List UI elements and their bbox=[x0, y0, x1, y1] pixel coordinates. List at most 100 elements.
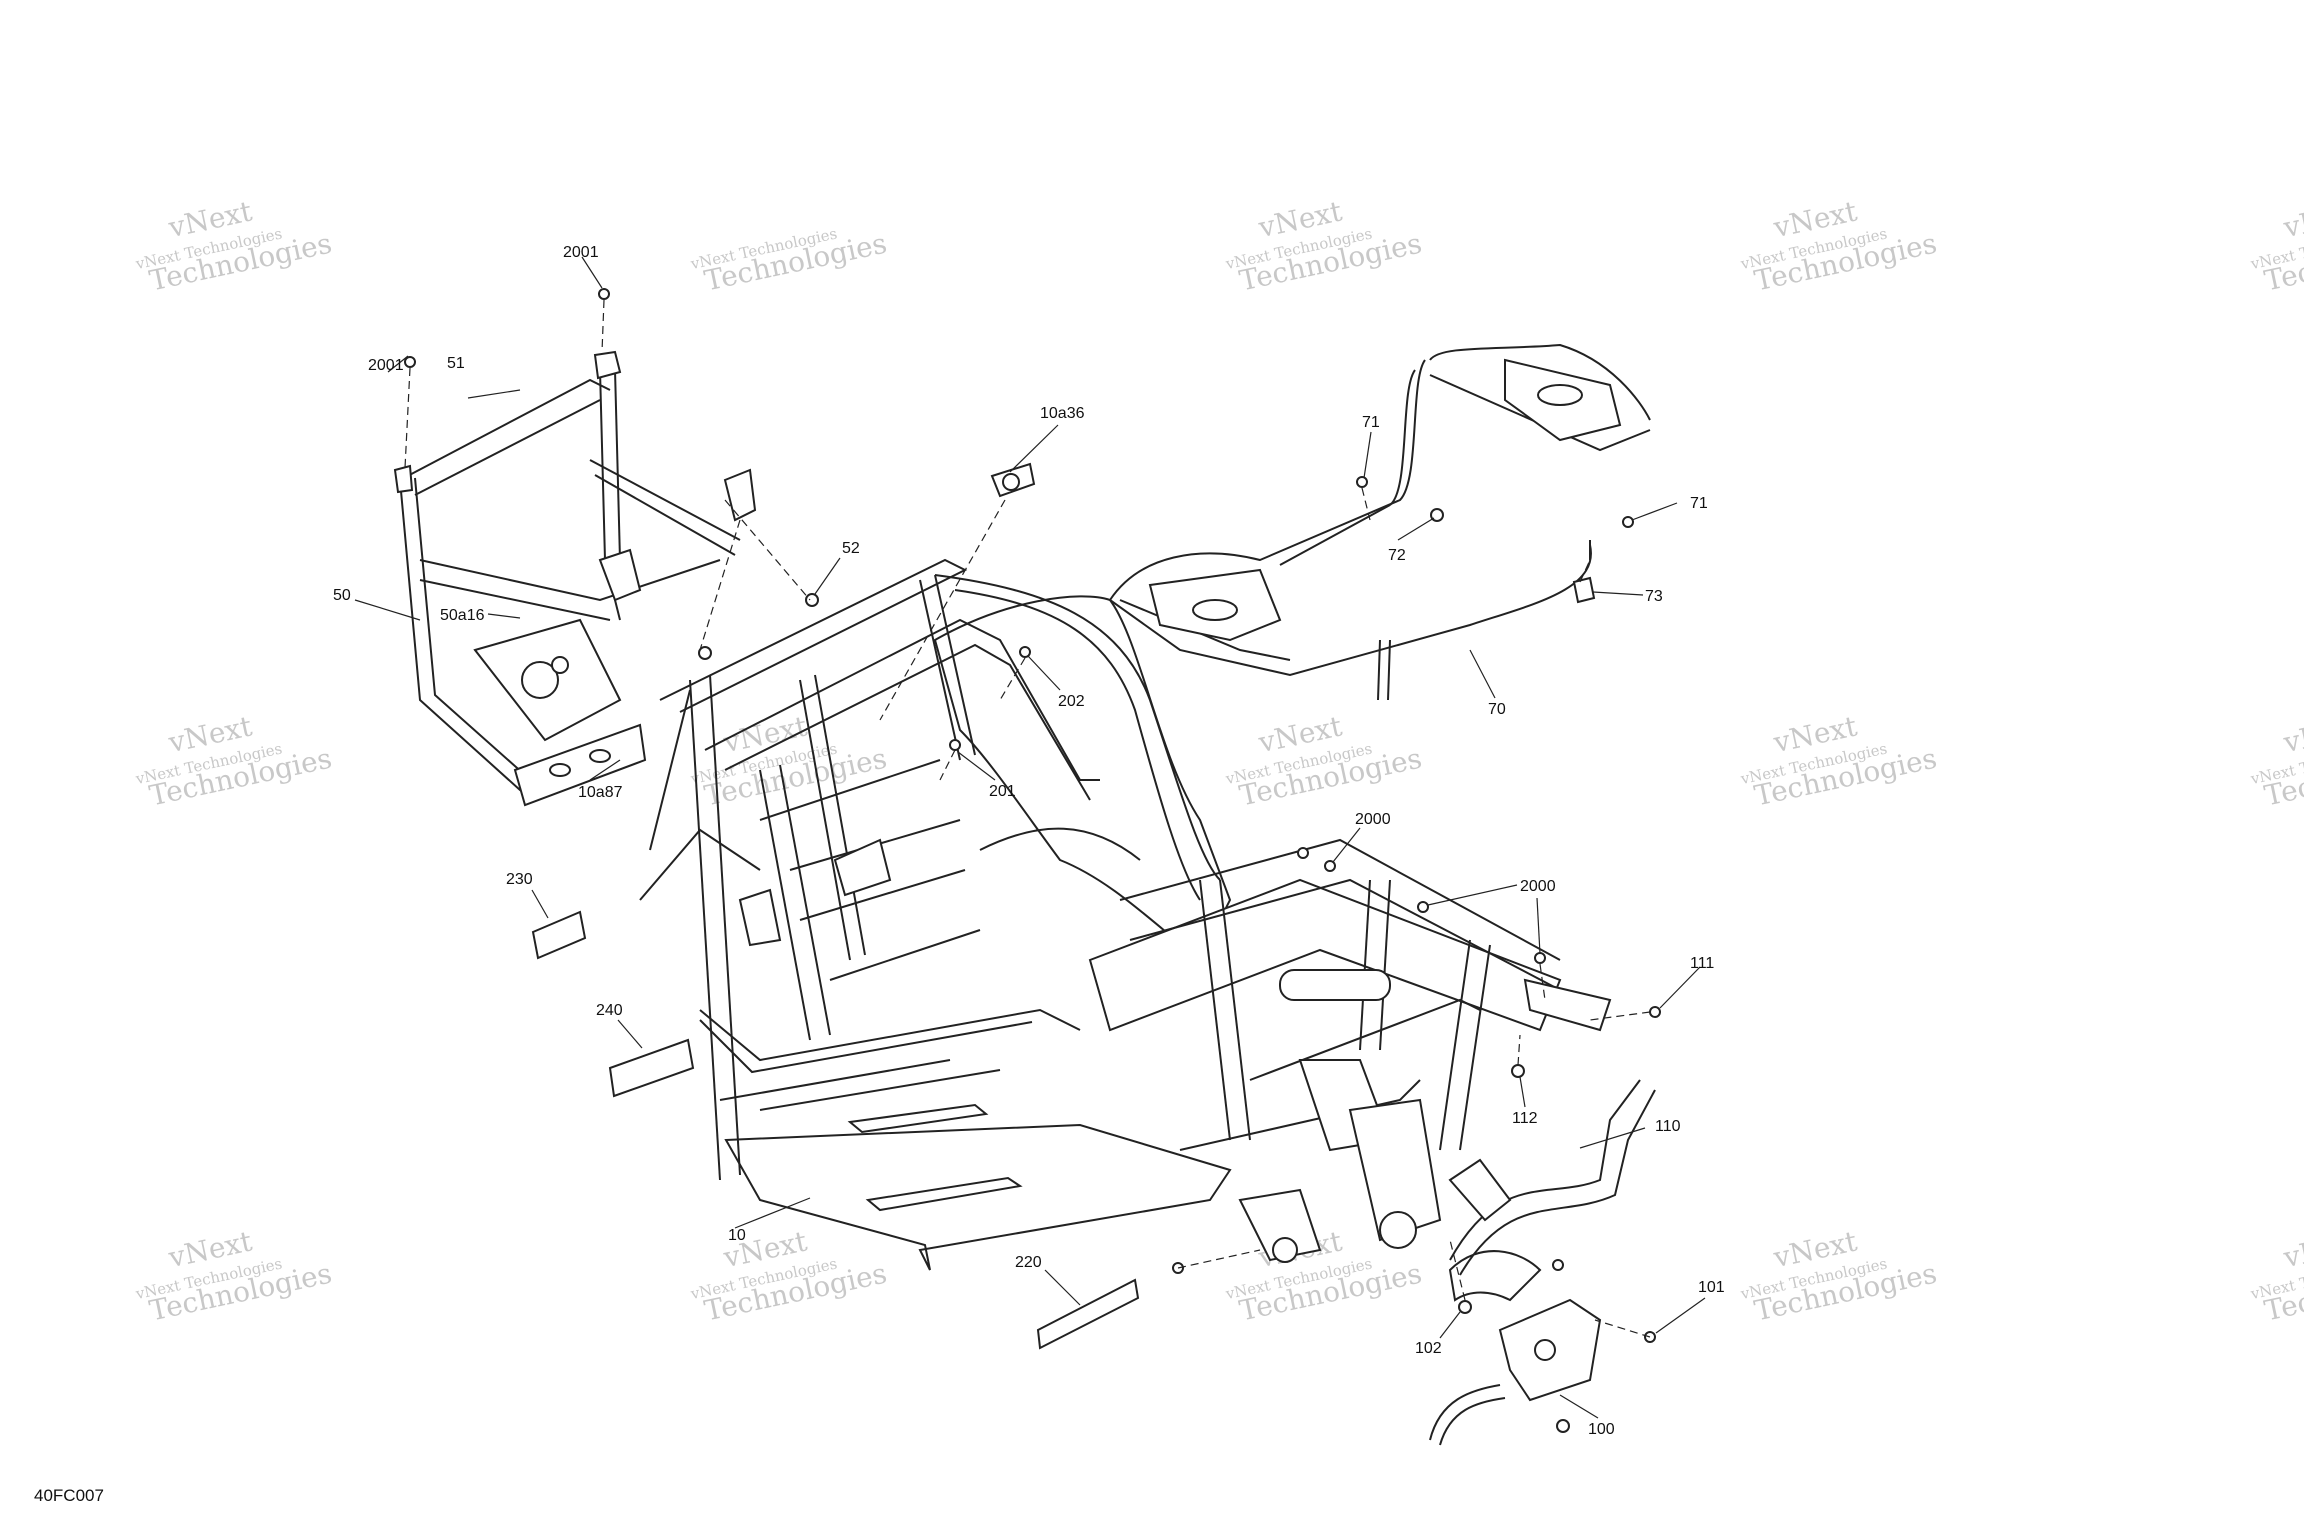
watermark-big: vNext bbox=[2280, 709, 2304, 759]
frame-shock-mount bbox=[1379, 1211, 1417, 1249]
rear-rack bbox=[1108, 343, 1651, 701]
frame-tube bbox=[934, 574, 976, 756]
callout-labels: 2001 2001 51 50 50a16 10a87 52 10a36 202… bbox=[333, 244, 1725, 1438]
subframe-clip bbox=[598, 548, 642, 602]
rack-tube bbox=[1389, 369, 1416, 506]
front-subframe bbox=[393, 350, 757, 807]
frame-tube bbox=[979, 827, 1141, 861]
bolt-111 bbox=[1649, 1006, 1661, 1018]
frame-tube bbox=[954, 589, 1201, 901]
frame-shock-mount bbox=[1272, 1237, 1298, 1263]
frame-tube bbox=[934, 574, 1221, 881]
bolt-71 bbox=[1356, 476, 1368, 488]
subframe-bracket bbox=[393, 464, 414, 494]
frame-tube bbox=[1219, 879, 1251, 1141]
nut bbox=[1552, 1259, 1564, 1271]
callout-50a16: 50a16 bbox=[440, 607, 485, 624]
frame-rear-tab bbox=[1523, 978, 1612, 1032]
frame-tube bbox=[724, 643, 1091, 801]
subframe-clip bbox=[723, 468, 757, 522]
callout-110: 110 bbox=[1655, 1118, 1681, 1135]
frame-floor-pan bbox=[724, 1123, 1232, 1271]
part-110-tube bbox=[1449, 1079, 1641, 1261]
bolt-201 bbox=[949, 739, 961, 751]
callout-70: 70 bbox=[1488, 701, 1506, 718]
frame-tube bbox=[1359, 879, 1371, 1051]
frame-tube bbox=[799, 869, 966, 921]
callout-201: 201 bbox=[989, 783, 1016, 800]
clip-73 bbox=[1572, 576, 1596, 604]
frame-tube bbox=[1119, 838, 1561, 961]
part-110-tube bbox=[1459, 1089, 1656, 1276]
subframe-tube bbox=[414, 477, 631, 777]
rack-tube bbox=[1108, 359, 1592, 677]
nut bbox=[698, 646, 712, 660]
subframe-tube bbox=[399, 378, 611, 481]
callout-101: 101 bbox=[1698, 1279, 1725, 1296]
frame-tube bbox=[649, 689, 691, 851]
rack-plate-hole bbox=[1537, 384, 1583, 406]
nut bbox=[1556, 1419, 1570, 1433]
callout-2000: 2000 bbox=[1520, 878, 1556, 895]
callout-100: 100 bbox=[1588, 1421, 1615, 1438]
front-bumper-plate bbox=[513, 723, 647, 807]
frame-tube bbox=[829, 929, 981, 981]
bolt-2000 bbox=[1297, 847, 1309, 859]
rack-tube bbox=[1429, 343, 1651, 421]
frame-tube bbox=[639, 828, 761, 901]
frame-tube bbox=[709, 674, 741, 1176]
frame-mount-plate bbox=[833, 838, 892, 897]
frame-tube bbox=[1459, 944, 1491, 1151]
frame-tube bbox=[919, 579, 961, 761]
callout-10a36: 10a36 bbox=[1040, 405, 1085, 422]
callout-2000: 2000 bbox=[1355, 811, 1391, 828]
assembly-lines bbox=[404, 299, 1651, 1338]
bolt-71 bbox=[1622, 516, 1634, 528]
watermark-group: vNext vNext Technologies Technologies vN… bbox=[133, 194, 2304, 1327]
frame-tube bbox=[799, 679, 851, 961]
bumper-slot bbox=[549, 763, 571, 777]
part-110-mount bbox=[1448, 1158, 1512, 1222]
figure-reference-code: 40FC007 bbox=[34, 1486, 104, 1505]
rack-plate-hole bbox=[1192, 599, 1238, 621]
callout-102: 102 bbox=[1415, 1340, 1442, 1357]
plate-240 bbox=[608, 1038, 695, 1098]
frame-tube bbox=[1379, 879, 1391, 1051]
leader-lines bbox=[354, 256, 1706, 1419]
subframe-tube bbox=[589, 459, 741, 541]
plate-230 bbox=[531, 910, 587, 960]
frame-tube bbox=[1249, 998, 1481, 1081]
frame-tube bbox=[759, 1069, 1001, 1111]
callout-2001: 2001 bbox=[368, 357, 404, 374]
subframe-tube bbox=[419, 579, 611, 621]
bolt-2000 bbox=[1417, 901, 1429, 913]
bolt-2000 bbox=[1534, 952, 1546, 964]
frame-mount-plate bbox=[738, 888, 782, 947]
frame-tube bbox=[719, 1059, 951, 1101]
callout-71: 71 bbox=[1362, 414, 1380, 431]
callout-73: 73 bbox=[1645, 588, 1663, 605]
winch-hole bbox=[521, 661, 559, 699]
frame-tunnel bbox=[933, 595, 1232, 962]
rack-tube bbox=[1429, 374, 1651, 452]
nut-112 bbox=[1511, 1064, 1525, 1078]
frame-rear-bracket bbox=[1238, 1188, 1322, 1262]
frame-tube bbox=[699, 1019, 1033, 1074]
callout-240: 240 bbox=[596, 1002, 623, 1019]
frame-tube bbox=[1439, 939, 1471, 1151]
bracket-100-hole bbox=[1534, 1339, 1556, 1361]
callout-112: 112 bbox=[1512, 1110, 1538, 1127]
frame-tube bbox=[704, 618, 1100, 781]
callout-10: 10 bbox=[728, 1227, 746, 1244]
callout-50: 50 bbox=[333, 587, 351, 604]
callout-10a87: 10a87 bbox=[578, 784, 623, 801]
plate-220 bbox=[1036, 1278, 1140, 1350]
nut-2001 bbox=[598, 288, 610, 300]
nut-2001 bbox=[404, 356, 416, 368]
winch-hole bbox=[551, 656, 569, 674]
loose-parts bbox=[404, 288, 1661, 1446]
frame-tube bbox=[814, 674, 866, 956]
frame-tube bbox=[1199, 879, 1231, 1141]
frame-tube bbox=[689, 679, 721, 1181]
subframe-tube bbox=[414, 399, 601, 496]
